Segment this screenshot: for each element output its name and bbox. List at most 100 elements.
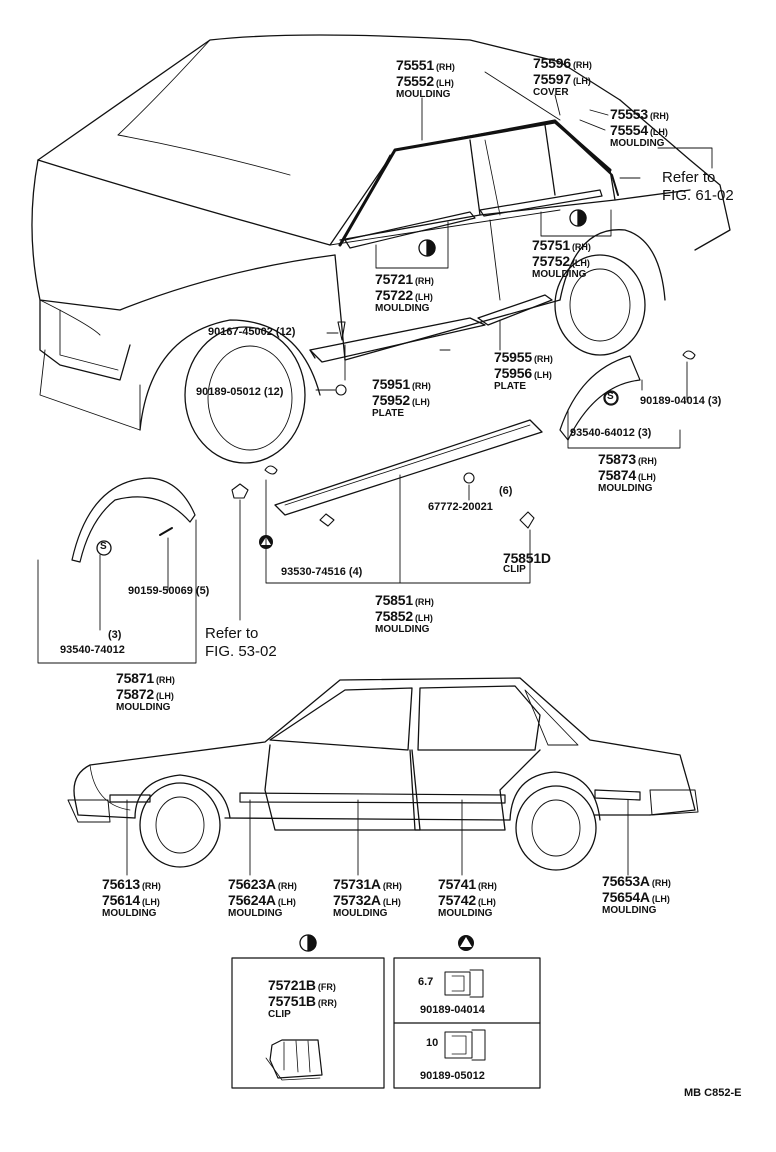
belt-mouldings xyxy=(344,189,603,249)
clips-middle xyxy=(159,465,535,536)
part-75721: 75721 xyxy=(375,271,413,287)
suffix: (RH) xyxy=(382,881,402,891)
part-desc: MOULDING xyxy=(438,908,493,919)
part-75552: 75552 xyxy=(396,73,434,89)
label-75851: 75851(RH) 75852(LH) MOULDING xyxy=(375,593,434,635)
part-75955: 75955 xyxy=(494,349,532,365)
suffix: (LH) xyxy=(572,76,591,86)
half-circle-marker xyxy=(299,209,587,952)
suffix: (RH) xyxy=(435,62,455,72)
part-desc: MOULDING xyxy=(602,905,657,916)
label-75553: 75553(RH) 75554(LH) MOULDING xyxy=(610,107,669,149)
part-desc: CLIP xyxy=(268,1009,291,1020)
label-75955: 75955(RH) 75956(LH) PLATE xyxy=(494,350,553,392)
label-90189-04014: 90189-04014 (3) xyxy=(640,396,721,407)
suffix: (LH) xyxy=(533,370,552,380)
rear-arch-moulding xyxy=(559,355,641,441)
part-desc: CLIP xyxy=(503,564,526,575)
label-90189-05012: 90189-05012 (12) xyxy=(196,387,283,398)
part-90167: 90167-45002 xyxy=(208,326,273,338)
s-marker-text: S xyxy=(607,391,614,402)
label-75751: 75751(RH) 75752(LH) MOULDING xyxy=(532,238,591,280)
part-75852: 75852 xyxy=(375,608,413,624)
front-arch-moulding xyxy=(71,477,196,563)
suffix: (LH) xyxy=(649,127,668,137)
inset-clip-label: 75721B(FR) 75751B(RR) CLIP xyxy=(268,978,337,1020)
ref-fig: FIG. 53-02 xyxy=(205,643,277,660)
qty: (12) xyxy=(275,326,296,338)
ref-fig: FIG. 61-02 xyxy=(662,187,734,204)
part-75872: 75872 xyxy=(116,686,154,702)
part-75732a: 75732A xyxy=(333,892,381,908)
label-93530: 93530-74516 (4) xyxy=(281,567,362,578)
dim-10: 10 xyxy=(426,1037,439,1049)
part-desc: PLATE xyxy=(494,381,527,392)
suffix: (RH) xyxy=(477,881,497,891)
label-75741: 75741(RH) 75742(LH) MOULDING xyxy=(438,877,497,919)
qty: (4) xyxy=(348,566,363,578)
suffix: (LH) xyxy=(411,397,430,407)
part-desc: MOULDING xyxy=(102,908,157,919)
part-75721b: 75721B xyxy=(268,977,316,993)
label-75653a: 75653A(RH) 75654A(LH) MOULDING xyxy=(602,874,671,916)
leader-lines xyxy=(37,71,713,664)
part-desc: MOULDING xyxy=(333,908,388,919)
label-90167: 90167-45002 (12) xyxy=(208,327,295,338)
part-75554: 75554 xyxy=(610,122,648,138)
suffix: (LH) xyxy=(571,258,590,268)
part-desc: COVER xyxy=(533,87,569,98)
label-93540-64012: 93540-64012 (3) xyxy=(570,428,651,439)
part-90189-04014: 90189-04014 xyxy=(640,395,705,407)
rocker-plates xyxy=(309,294,553,363)
part-75851d: 75851D xyxy=(503,550,551,566)
suffix: (LH) xyxy=(477,897,496,907)
part-75742: 75742 xyxy=(438,892,476,908)
part-75873: 75873 xyxy=(598,451,636,467)
suffix: (RH) xyxy=(651,878,671,888)
part-desc: MOULDING xyxy=(116,702,171,713)
part-75871: 75871 xyxy=(116,670,154,686)
part-75613: 75613 xyxy=(102,876,140,892)
part-75751: 75751 xyxy=(532,237,570,253)
suffix: (LH) xyxy=(414,613,433,623)
dim-6-7: 6.7 xyxy=(418,976,434,988)
triangle-marker-inset xyxy=(458,935,474,951)
part-75624a: 75624A xyxy=(228,892,276,908)
car-top-view xyxy=(31,34,731,464)
label-75551: 75551(RH) 75552(LH) MOULDING xyxy=(396,58,455,100)
part-desc: MOULDING xyxy=(532,269,587,280)
label-75596: 75596(RH) 75597(LH) COVER xyxy=(533,56,592,98)
suffix: (LH) xyxy=(414,292,433,302)
part-90189-05012-inset: 90189-05012 xyxy=(420,1070,485,1082)
clip-illustration xyxy=(265,1039,323,1081)
part-desc: MOULDING xyxy=(610,138,665,149)
part-93540-64012: 93540-64012 xyxy=(570,427,635,439)
suffix: (RH) xyxy=(637,456,657,466)
suffix: (RH) xyxy=(141,881,161,891)
suffix: (RH) xyxy=(414,276,434,286)
label-75613: 75613(RH) 75614(LH) MOULDING xyxy=(102,877,161,919)
window-mouldings xyxy=(338,120,619,247)
s-circle-marker xyxy=(96,390,619,556)
part-75731a: 75731A xyxy=(333,876,381,892)
car-side-view xyxy=(67,677,699,871)
suffix: (RH) xyxy=(155,675,175,685)
part-93530-74516: 93530-74516 xyxy=(281,566,346,578)
part-75551: 75551 xyxy=(396,57,434,73)
part-90189-05012: 90189-05012 xyxy=(196,386,261,398)
part-desc: MOULDING xyxy=(598,483,653,494)
label-75623a: 75623A(RH) 75624A(LH) MOULDING xyxy=(228,877,297,919)
label-90159: 90159-50069 (5) xyxy=(128,586,209,597)
label-75873: 75873(RH) 75874(LH) MOULDING xyxy=(598,452,657,494)
label-75721: 75721(RH) 75722(LH) MOULDING xyxy=(375,272,434,314)
ref-text: Refer to xyxy=(662,169,716,186)
inset-fastener-box xyxy=(393,957,541,1089)
label-67772-20021: 67772-20021 xyxy=(428,501,493,513)
ref-text: Refer to xyxy=(205,625,259,642)
part-desc: PLATE xyxy=(372,408,405,419)
label-75871: 75871(RH) 75872(LH) MOULDING xyxy=(116,671,175,713)
qty: (12) xyxy=(263,386,284,398)
part-desc: MOULDING xyxy=(228,908,283,919)
qty-93540-74012: (3) xyxy=(108,629,122,641)
qty: (5) xyxy=(195,585,210,597)
